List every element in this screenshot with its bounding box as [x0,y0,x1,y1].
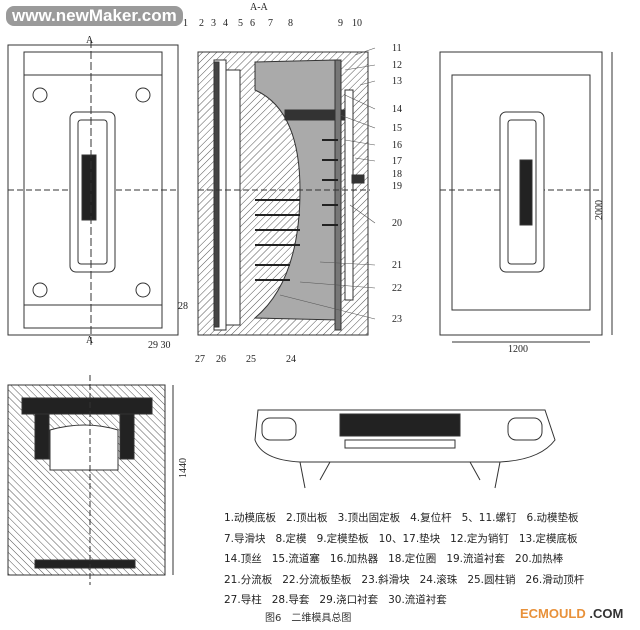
legend-item: 27.导柱 [224,594,262,606]
section-a-a-view [197,51,370,336]
figure-caption: 图6 二维模具总图 [265,613,352,624]
part-label: 2 [199,18,204,29]
part-label: 1 [183,18,188,29]
parts-legend: 1.动模底板 2.顶出板 3.顶出固定板 4.复位杆 5、11.螺钉 6.动模垫板 7.导… [224,508,634,611]
part-label: 6 [250,18,255,29]
part-label: 16 [392,140,402,151]
legend-item: 30.流道衬套 [388,594,447,606]
part-label: 7 [268,18,273,29]
legend-item: 2.顶出板 [286,512,328,524]
part-label: 17 [392,156,402,167]
part-label: 4 [223,18,228,29]
part-label: 26 [216,354,226,365]
part-number-labels: 1 2 3 4 5 6 7 8 9 10 11 12 13 14 15 16 1… [148,18,402,365]
brand-suffix: .COM [585,606,624,621]
legend-item: 25.圆柱销 [467,573,516,586]
brand-main: ECMOULD [520,606,586,621]
legend-item: 13.定模底板 [518,532,578,545]
leader-lines [279,47,376,320]
part-label: 13 [392,76,402,87]
legend-item: 28.导套 [271,594,310,606]
part-label: 22 [392,283,402,294]
legend-item: 8.定模 [275,532,307,545]
legend-item: 24.滚珠 [419,573,458,586]
legend-item: 19.流道衬套 [446,553,506,565]
watermark: www.newMaker.com [6,6,183,26]
dimension-height: 2000 [594,200,605,220]
legend-item: 15.流道塞 [271,553,320,565]
legend-item: 23.斜滑块 [361,573,410,586]
part-label: 12 [392,60,402,71]
part-label: 19 [392,181,402,192]
part-label: 27 [195,354,205,365]
section-mark-bottom: A [86,335,94,346]
dimension-width: 1200 [508,344,528,355]
legend-item: 10、17.垫块 [378,532,441,545]
legend-item: 4.复位杆 [410,512,452,524]
fixed-half-plan-view [439,51,613,343]
part-label: 3 [211,18,216,29]
legend-item: 14.顶丝 [224,553,262,565]
legend-item: 20.加热棒 [515,553,564,565]
legend-item: 18.定位圈 [388,553,437,565]
legend-item: 5、11.螺钉 [461,512,517,524]
part-label: 29 30 [148,340,171,351]
part-label: 18 [392,169,402,180]
legend-item: 6.动模垫板 [526,512,579,524]
part-label: 5 [238,18,243,29]
part-label: 9 [338,18,343,29]
legend-item: 21.分流板 [224,573,273,586]
legend-item: 29.浇口衬套 [319,594,379,606]
part-label: 8 [288,18,293,29]
part-label: 23 [392,314,402,325]
legend-item: 22.分流板垫板 [282,573,352,586]
legend-item: 7.导滑块 [224,532,266,545]
section-title: A-A [250,2,269,13]
legend-item: 16.加热器 [329,553,379,565]
part-label: 11 [392,43,402,54]
section-mark-top: A [86,35,94,46]
part-label: 21 [392,260,402,271]
part-label: 15 [392,123,402,134]
dimension-side-height: 1440 [178,458,189,478]
part-label: 25 [246,354,256,365]
legend-item: 26.滑动顶杆 [525,573,585,586]
legend-item: 3.顶出固定板 [337,512,401,524]
brand-logo: ECMOULD .COM [520,606,623,621]
part-label: 10 [352,18,362,29]
moving-half-plan-view [7,40,179,345]
side-section-view [7,375,174,585]
legend-item: 9.定模垫板 [316,532,369,545]
product-3d-view [254,409,556,489]
part-label: 28 [178,301,188,312]
part-label: 24 [286,354,296,365]
legend-item: 12.定为销钉 [450,532,509,545]
legend-item: 1.动模底板 [224,512,277,524]
part-label: 14 [392,104,402,115]
part-label: 20 [392,218,402,229]
